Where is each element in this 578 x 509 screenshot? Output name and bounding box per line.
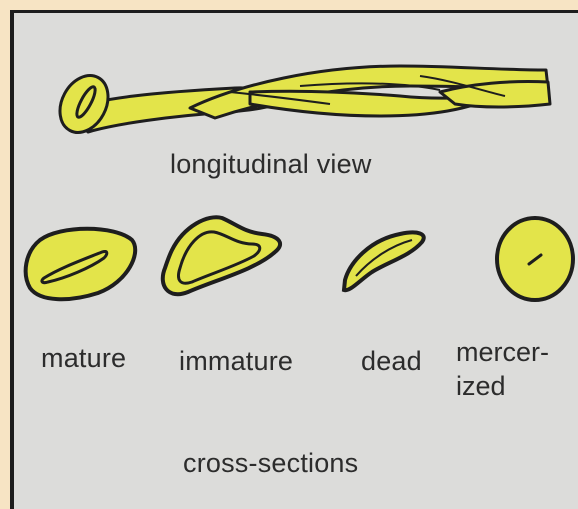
cross-section-immature [163, 217, 280, 294]
immature-label: immature [179, 346, 293, 376]
dead-shape [344, 232, 424, 290]
mature-label: mature [41, 343, 126, 373]
longitudinal-view-label: longitudinal view [170, 149, 372, 179]
cross-sections-title: cross-sections [183, 448, 358, 478]
longitudinal-fiber [50, 66, 550, 141]
cross-section-mature [26, 229, 136, 299]
mercerized-label: mercer- ized [456, 335, 549, 403]
dead-label: dead [361, 346, 422, 376]
cross-section-mercerized [497, 218, 573, 300]
cross-section-dead [344, 232, 424, 290]
